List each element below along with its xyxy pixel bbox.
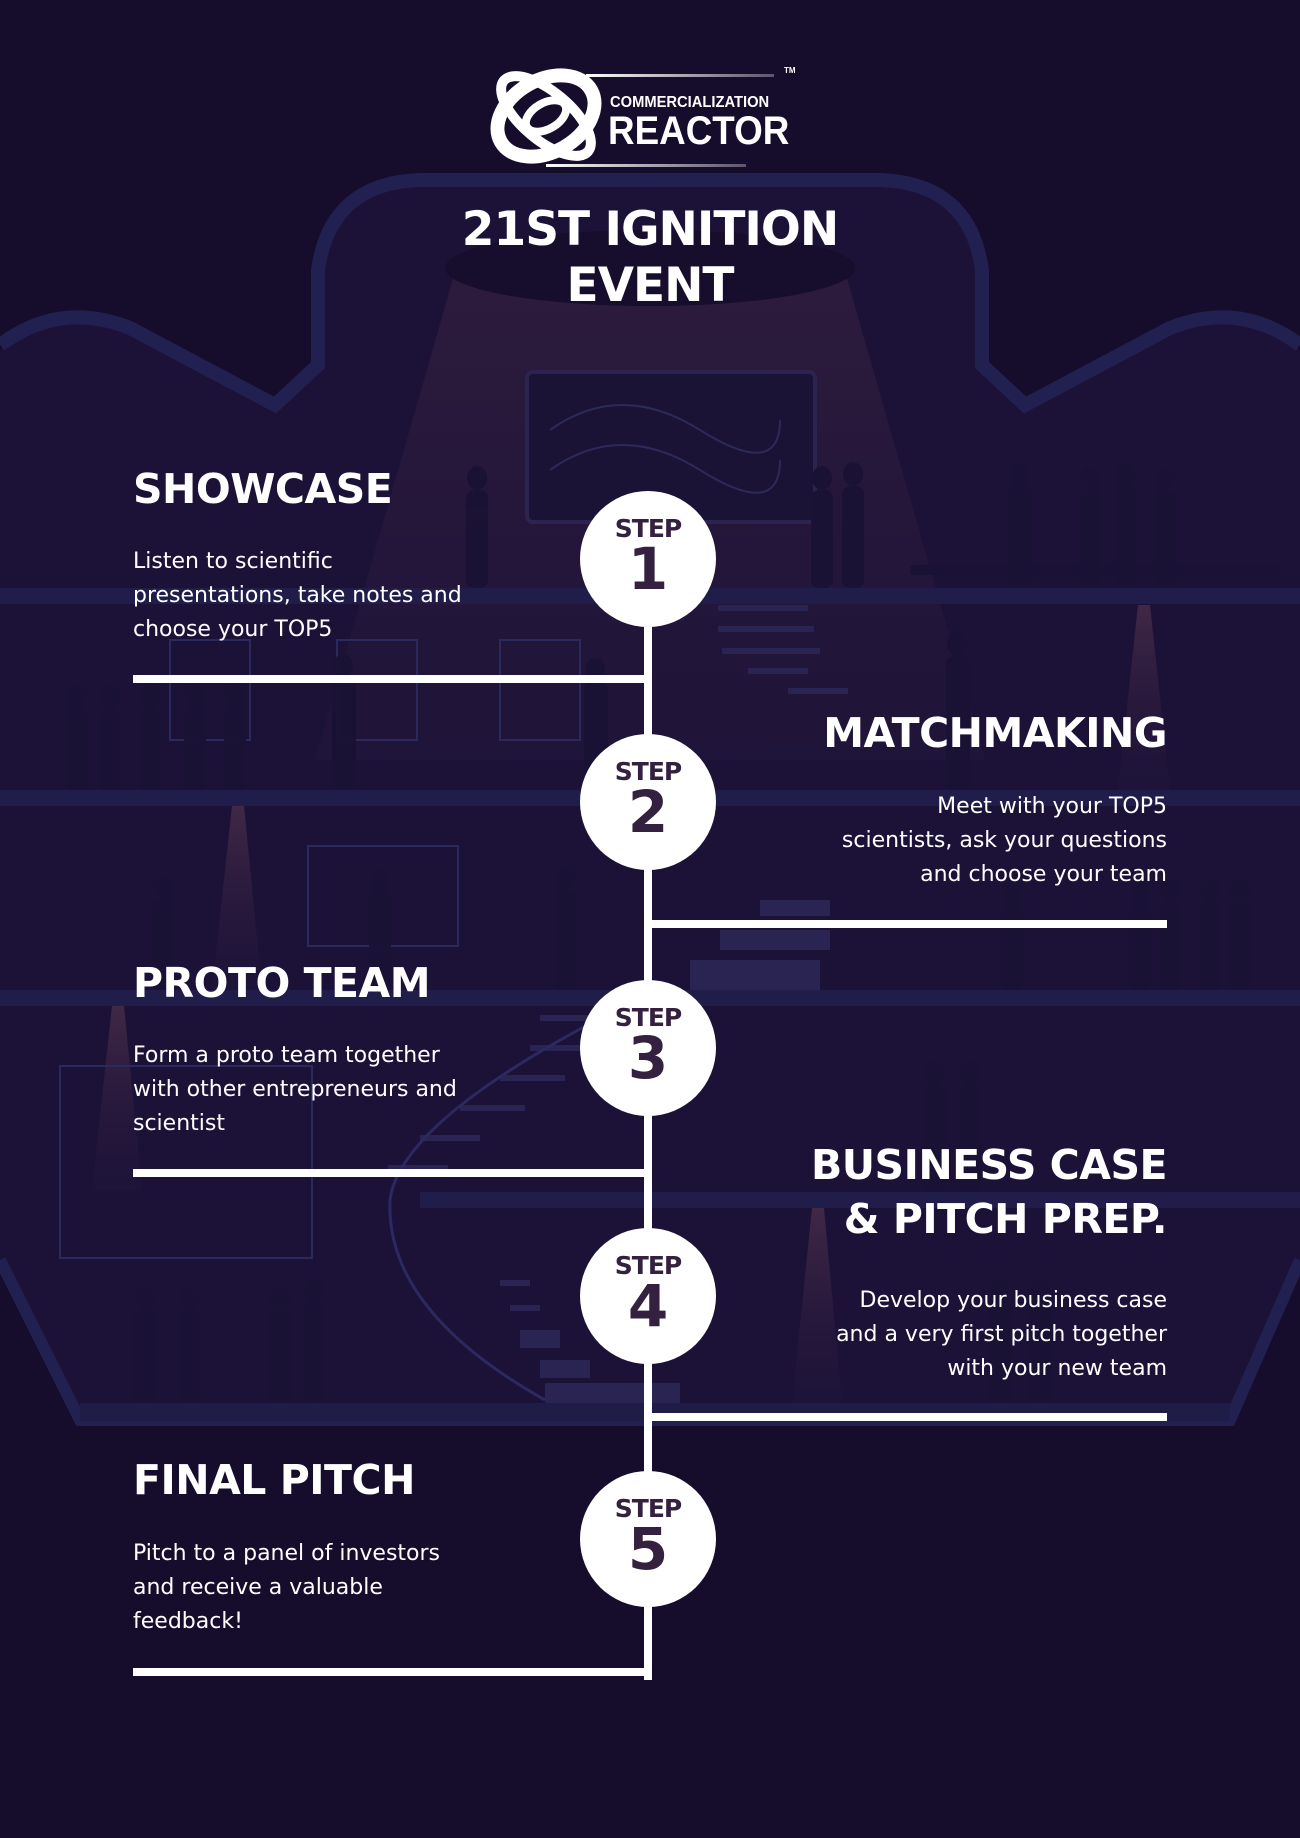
step4-word: STEP [614,1251,682,1280]
step4-title: BUSINESS CASE & PITCH PREP. [811,1138,1168,1246]
logo-line1: COMMERCIALIZATION [610,94,770,111]
step2-word: STEP [614,757,682,786]
logo-top-swoosh [586,74,774,77]
step2-number: 2 [627,778,669,846]
step4-desc-line: Develop your business case [859,1288,1167,1313]
step2-title: MATCHMAKING [823,709,1167,757]
event-title: 21ST IGNITION EVENT [350,202,950,314]
commercialization-reactor-logo: COMMERCIALIZATION REACTOR TM [486,60,806,172]
step4-number: 4 [627,1272,669,1340]
step1-desc-line: presentations, take notes and [133,583,462,608]
step5-desc-line: Pitch to a panel of investors [133,1541,441,1566]
event-title-line1: 21ST IGNITION [461,202,839,257]
step5-desc-line: and receive a valuable [133,1575,383,1600]
trademark-mark: TM [784,66,796,75]
step3-desc-line: with other entrepreneurs and [133,1077,457,1102]
step5-desc-line: feedback! [133,1609,243,1634]
step4-desc-line: with your new team [947,1356,1167,1381]
step2-desc-line: Meet with your TOP5 [937,794,1167,819]
logo-bottom-swoosh [546,164,746,167]
logo-line2: REACTOR [608,109,790,153]
step1-word: STEP [614,514,682,543]
step1-badge: STEP 1 [580,491,716,627]
step2-description: Meet with your TOP5 scientists, ask your… [842,790,1167,892]
step2-desc-line: scientists, ask your questions [841,828,1167,853]
reactor-orbit-icon [490,68,602,164]
step1-number: 1 [627,535,669,603]
step3-badge: STEP 3 [580,980,716,1116]
step3-description: Form a proto team together with other en… [133,1039,457,1141]
step4-desc-line: and a very first pitch together [836,1322,1167,1347]
step5-badge: STEP 5 [580,1471,716,1607]
step1-desc-line: choose your TOP5 [133,617,333,642]
step3-word: STEP [614,1003,682,1032]
step1-title: SHOWCASE [133,465,393,513]
step3-title: PROTO TEAM [133,959,431,1007]
step1-connector [133,675,652,683]
step5-connector [133,1668,652,1676]
event-title-line2: EVENT [566,258,735,313]
timeline-spine [644,559,652,1680]
step1-desc-line: Listen to scientific [133,549,333,574]
step3-desc-line: Form a proto team together [133,1043,440,1068]
step3-desc-line: scientist [133,1111,225,1136]
step4-description: Develop your business case and a very fi… [836,1284,1167,1386]
step3-number: 3 [627,1024,669,1092]
step2-desc-line: and choose your team [920,862,1167,887]
step1-description: Listen to scientific presentations, take… [133,545,462,647]
step4-connector [644,1413,1167,1421]
step4-title-line: & PITCH PREP. [843,1195,1168,1243]
step5-title: FINAL PITCH [133,1456,415,1504]
step4-badge: STEP 4 [580,1228,716,1364]
step2-connector [644,920,1167,928]
step2-badge: STEP 2 [580,734,716,870]
step5-description: Pitch to a panel of investors and receiv… [133,1537,440,1639]
step5-word: STEP [614,1494,682,1523]
step3-connector [133,1169,652,1177]
step5-number: 5 [627,1515,669,1583]
step4-title-line: BUSINESS CASE [811,1141,1168,1189]
